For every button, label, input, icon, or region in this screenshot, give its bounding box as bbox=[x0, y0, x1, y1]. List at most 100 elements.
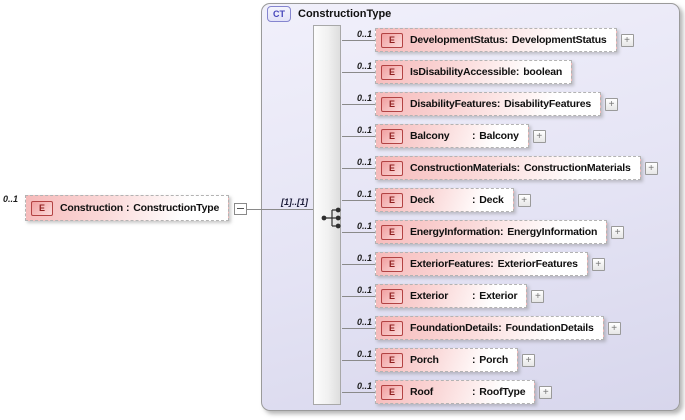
element-icon: E bbox=[381, 384, 403, 400]
element-type: boolean bbox=[523, 66, 563, 78]
panel-title-text: ConstructionType bbox=[298, 8, 392, 20]
element-box[interactable]: E Porch:Porch bbox=[375, 348, 519, 372]
sequence-bar bbox=[313, 25, 341, 405]
occurrence-label: 0..1 bbox=[356, 253, 372, 263]
root-connector-line bbox=[241, 209, 321, 210]
element-name: EnergyInformation bbox=[410, 226, 500, 238]
element-name: ExteriorFeatures bbox=[410, 258, 491, 270]
root-occurrence-label: 0..1 bbox=[3, 194, 19, 204]
element-box[interactable]: E FoundationDetails:FoundationDetails bbox=[375, 316, 604, 340]
element-row: 0..1 E ConstructionMaterials:Constructio… bbox=[342, 156, 658, 180]
element-icon: E bbox=[381, 64, 403, 80]
element-box[interactable]: E Deck:Deck bbox=[375, 188, 514, 212]
element-name: Exterior bbox=[410, 290, 449, 302]
collapse-handle[interactable] bbox=[234, 203, 247, 215]
cardinality-label: [1]..[1] bbox=[281, 197, 308, 207]
element-icon: E bbox=[381, 128, 403, 144]
expand-button[interactable]: + bbox=[644, 161, 658, 175]
element-row: 0..1 E DisabilityFeatures:DisabilityFeat… bbox=[342, 92, 619, 116]
separator: : bbox=[490, 258, 494, 270]
separator: : bbox=[472, 354, 476, 366]
element-box[interactable]: E Roof:RoofType bbox=[375, 380, 536, 404]
expand-button[interactable]: + bbox=[522, 353, 536, 367]
expand-button[interactable]: + bbox=[539, 385, 553, 399]
element-row: 0..1 E FoundationDetails:FoundationDetai… bbox=[342, 316, 621, 340]
element-type: ExteriorFeatures bbox=[497, 258, 578, 270]
element-type: RoofType bbox=[479, 386, 526, 398]
element-icon: E bbox=[381, 288, 403, 304]
separator: : bbox=[472, 130, 476, 142]
occurrence-label: 0..1 bbox=[356, 285, 372, 295]
row-connector-line bbox=[342, 328, 375, 329]
element-box[interactable]: E ExteriorFeatures:ExteriorFeatures bbox=[375, 252, 588, 276]
element-icon: E bbox=[31, 200, 53, 216]
sequence-icon[interactable] bbox=[320, 206, 346, 235]
occurrence-label: 0..1 bbox=[356, 157, 372, 167]
element-box[interactable]: E Exterior:Exterior bbox=[375, 284, 528, 308]
element-box[interactable]: E Balcony:Balcony bbox=[375, 124, 529, 148]
element-name: Porch bbox=[410, 354, 439, 366]
element-row: 0..1 E ExteriorFeatures:ExteriorFeatures… bbox=[342, 252, 605, 276]
expand-button[interactable]: + bbox=[605, 97, 619, 111]
panel-title: CT ConstructionType bbox=[267, 6, 391, 22]
element-name: Roof bbox=[410, 386, 434, 398]
element-row: 0..1 E Roof:RoofType + bbox=[342, 380, 553, 404]
element-type: FoundationDetails bbox=[505, 322, 594, 334]
occurrence-label: 0..1 bbox=[356, 381, 372, 391]
element-name: ConstructionMaterials bbox=[410, 162, 517, 174]
element-row: 0..1 E Deck:Deck + bbox=[342, 188, 531, 212]
occurrence-label: 0..1 bbox=[356, 61, 372, 71]
minus-icon bbox=[237, 208, 244, 209]
separator: : bbox=[498, 322, 502, 334]
element-type: ConstructionType bbox=[133, 202, 220, 214]
separator: : bbox=[516, 162, 521, 174]
separator: : bbox=[472, 290, 476, 302]
separator: : bbox=[515, 66, 520, 78]
element-name: IsDisabilityAccessible bbox=[410, 66, 516, 78]
element-name: Deck bbox=[410, 194, 435, 206]
element-icon: E bbox=[381, 256, 403, 272]
separator: : bbox=[504, 34, 509, 46]
element-name: Balcony bbox=[410, 130, 450, 142]
occurrence-label: 0..1 bbox=[356, 189, 372, 199]
expand-button[interactable]: + bbox=[532, 129, 546, 143]
expand-button[interactable]: + bbox=[531, 289, 545, 303]
element-row: 0..1 E Exterior:Exterior + bbox=[342, 284, 545, 308]
element-type: EnergyInformation bbox=[507, 226, 598, 238]
expand-button[interactable]: + bbox=[611, 225, 625, 239]
row-connector-line bbox=[342, 168, 375, 169]
element-box[interactable]: E DevelopmentStatus:DevelopmentStatus bbox=[375, 28, 617, 52]
element-box[interactable]: E ConstructionMaterials:ConstructionMate… bbox=[375, 156, 641, 180]
occurrence-label: 0..1 bbox=[356, 349, 372, 359]
expand-button[interactable]: + bbox=[591, 257, 605, 271]
element-row: 0..1 E EnergyInformation:EnergyInformati… bbox=[342, 220, 625, 244]
element-type: DisabilityFeatures bbox=[504, 98, 592, 110]
element-type: ConstructionMaterials bbox=[523, 162, 631, 174]
element-type: Deck bbox=[479, 194, 504, 206]
row-connector-line bbox=[342, 392, 375, 393]
expand-button[interactable]: + bbox=[620, 33, 634, 47]
element-box[interactable]: E IsDisabilityAccessible:boolean bbox=[375, 60, 573, 84]
element-row: 0..1 E Porch:Porch + bbox=[342, 348, 536, 372]
row-connector-line bbox=[342, 200, 375, 201]
row-connector-line bbox=[342, 264, 375, 265]
element-icon: E bbox=[381, 32, 403, 48]
occurrence-label: 0..1 bbox=[356, 125, 372, 135]
occurrence-label: 0..1 bbox=[356, 29, 372, 39]
row-connector-line bbox=[342, 296, 375, 297]
expand-button[interactable]: + bbox=[517, 193, 531, 207]
row-connector-line bbox=[342, 40, 375, 41]
occurrence-label: 0..1 bbox=[356, 221, 372, 231]
element-type: Porch bbox=[479, 354, 509, 366]
element-box[interactable]: E DisabilityFeatures:DisabilityFeatures bbox=[375, 92, 602, 116]
element-icon: E bbox=[381, 192, 403, 208]
element-box[interactable]: E EnergyInformation:EnergyInformation bbox=[375, 220, 608, 244]
separator: : bbox=[499, 226, 504, 238]
complex-type-icon: CT bbox=[267, 6, 291, 22]
element-construction[interactable]: E Construction:ConstructionType bbox=[25, 195, 230, 221]
row-connector-line bbox=[342, 104, 375, 105]
element-icon: E bbox=[381, 320, 403, 336]
expand-button[interactable]: + bbox=[607, 321, 621, 335]
element-name: FoundationDetails bbox=[410, 322, 499, 334]
